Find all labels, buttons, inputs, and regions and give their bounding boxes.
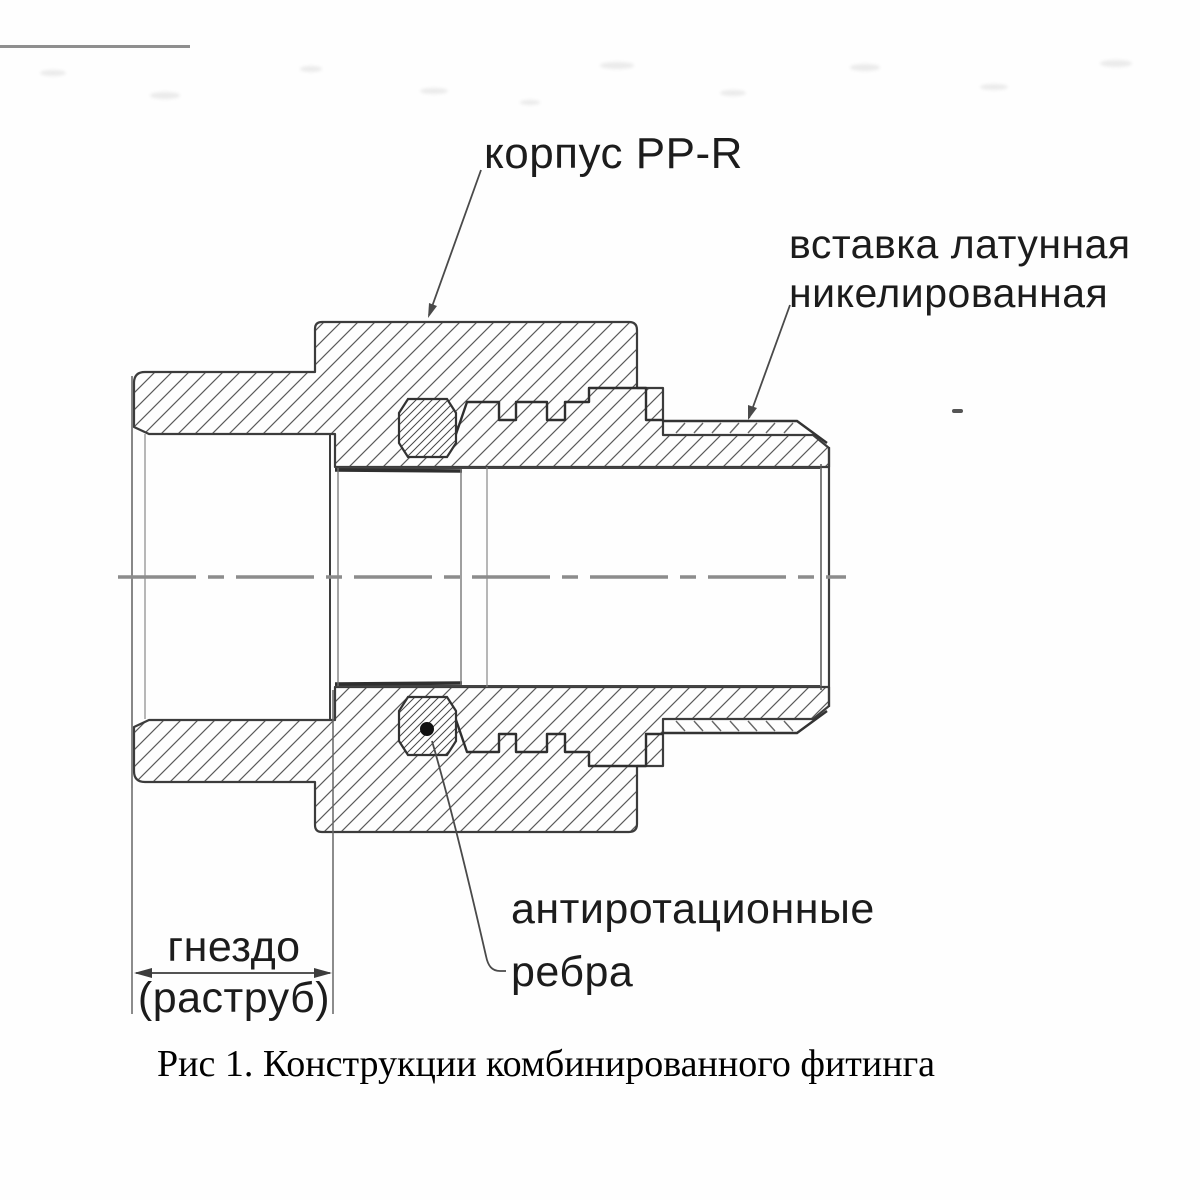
upper-serration-line — [453, 386, 663, 438]
scan-noise — [980, 84, 1008, 90]
label-socket: гнездо (раструб) — [134, 922, 334, 1024]
label-antirotation-ribs: антиротационные ребра — [511, 878, 875, 1004]
upper-half-section — [132, 320, 831, 469]
body-leader-line — [428, 169, 482, 318]
lower-thread-crest-line — [663, 710, 828, 735]
label-body-ppr: корпус PP-R — [484, 129, 743, 179]
socket-dimension — [131, 690, 334, 1014]
upper-thread-crest-line — [663, 419, 828, 444]
scan-noise — [720, 90, 746, 96]
rib-reference-dot — [420, 722, 434, 736]
ribs-leader-line — [431, 740, 506, 972]
lower-body-hatch — [132, 685, 831, 834]
lower-half-section — [132, 685, 831, 834]
label-insert-line2: никелированная — [789, 270, 1109, 316]
lower-rib-octagon — [397, 695, 458, 757]
insert-leader-line — [748, 304, 791, 420]
bore-lines — [131, 376, 831, 788]
label-ribs-line1: антиротационные — [511, 885, 875, 933]
label-socket-line2: (раструб) — [137, 974, 331, 1022]
label-socket-line1: гнездо — [167, 923, 301, 971]
lower-thread-ticks — [675, 720, 794, 732]
scan-noise — [150, 92, 180, 99]
scan-noise — [850, 64, 880, 71]
lower-serration-line — [453, 716, 663, 768]
scan-artifact-dash — [952, 409, 963, 413]
scan-noise — [40, 70, 66, 76]
figure-caption: Рис 1. Конструкции комбинированного фити… — [157, 1042, 935, 1086]
scan-noise — [300, 66, 322, 72]
label-body-text: корпус PP-R — [484, 129, 743, 178]
scan-line-artifact — [0, 45, 190, 48]
leader-lines — [428, 169, 791, 972]
scan-noise — [600, 62, 634, 69]
upper-thread-ticks — [675, 422, 794, 434]
scan-noise — [1100, 60, 1132, 67]
dimension-arrow-left — [134, 968, 152, 978]
scan-noise — [520, 100, 540, 105]
upper-rib-octagon — [397, 397, 458, 459]
upper-body-hatch — [132, 320, 831, 469]
label-brass-insert: вставка латунная никелированная — [789, 220, 1131, 318]
label-insert-line1: вставка латунная — [789, 221, 1131, 267]
scan-noise — [420, 88, 448, 94]
dimension-arrow-right — [314, 968, 332, 978]
label-ribs-line2: ребра — [511, 948, 634, 996]
figure-caption-text: Рис 1. Конструкции комбинированного фити… — [157, 1043, 936, 1085]
